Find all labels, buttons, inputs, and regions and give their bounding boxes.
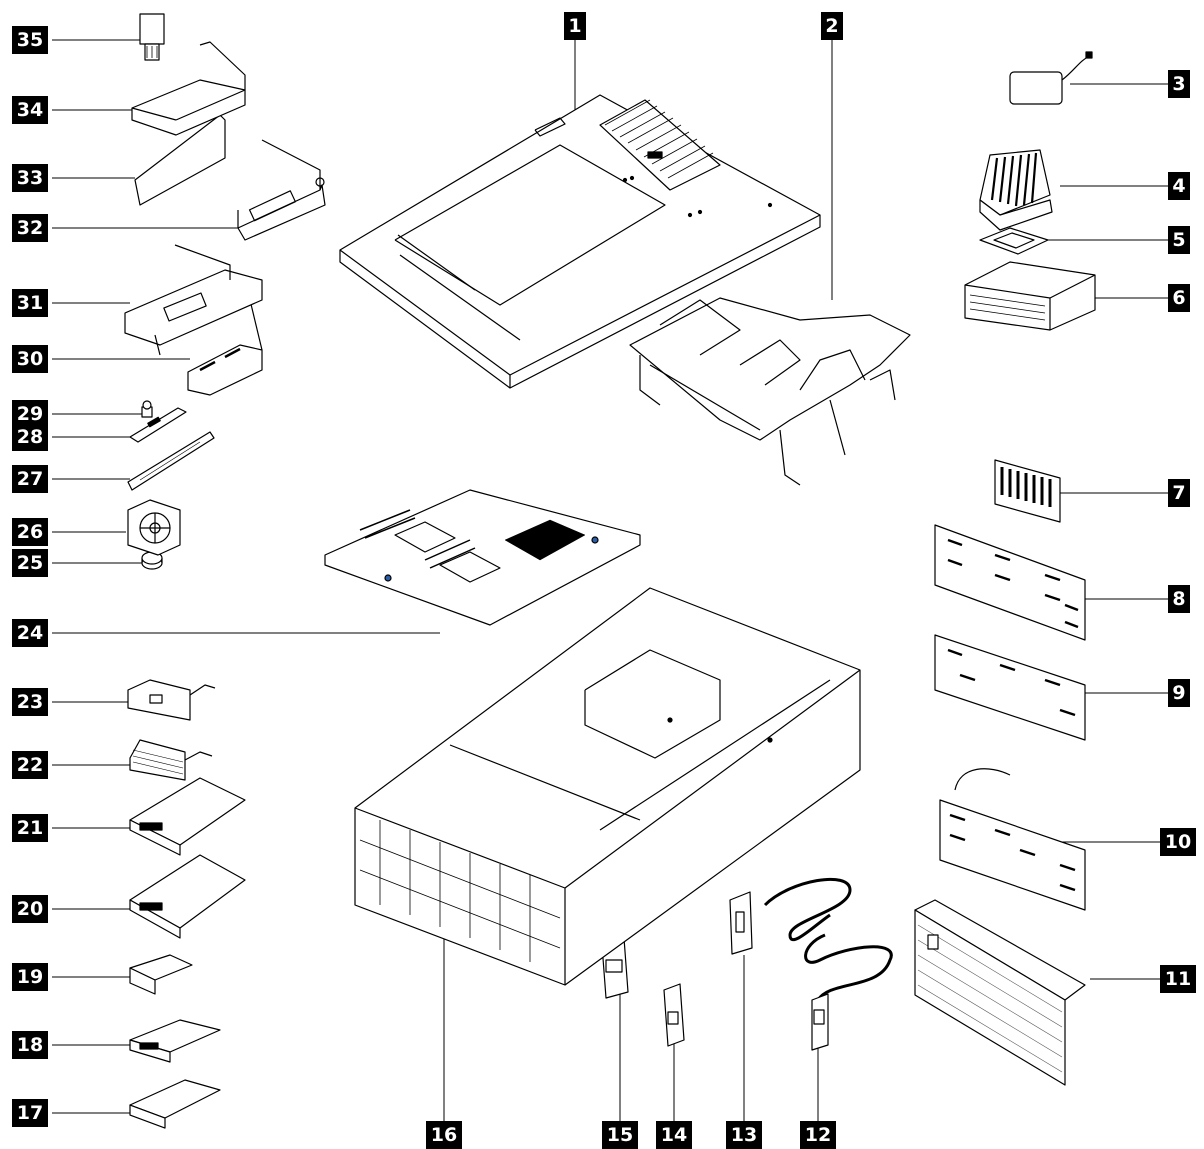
drive-2-5-drawing (129, 1019, 221, 1063)
callout-11: 11 (1160, 965, 1196, 993)
callout-21: 21 (12, 814, 48, 842)
callout-30: 30 (12, 345, 48, 373)
callout-23: 23 (12, 688, 48, 716)
callout-31: 31 (12, 289, 48, 317)
chassis-drawing (354, 587, 861, 986)
callout-10: 10 (1160, 828, 1196, 856)
rack-latch-right-drawing (804, 933, 893, 1051)
callout-7: 7 (1168, 479, 1190, 507)
callout-15: 15 (602, 1121, 638, 1149)
callout-33: 33 (12, 164, 48, 192)
security-bezel-drawing (914, 899, 1086, 1086)
callout-12: 12 (800, 1121, 836, 1149)
backplane-12-bay-drawing (934, 524, 1086, 641)
supercap-drawing (1009, 51, 1093, 105)
rack-latch-left-drawing (729, 877, 852, 955)
callout-19: 19 (12, 963, 48, 991)
m2-drive-drawing (129, 407, 187, 443)
callout-24: 24 (12, 619, 48, 647)
callout-34: 34 (12, 96, 48, 124)
expander-backplane-drawing (939, 768, 1086, 911)
callout-16: 16 (426, 1121, 462, 1149)
front-io-drawing (127, 679, 216, 721)
callout-26: 26 (12, 518, 48, 546)
backplane-8-bay-drawing (994, 459, 1061, 523)
memory-module-drawing (127, 431, 215, 491)
callout-18: 18 (12, 1031, 48, 1059)
callout-9: 9 (1168, 679, 1190, 707)
callout-22: 22 (12, 751, 48, 779)
riser-cage-1-drawing (124, 244, 263, 356)
heatsink-drawing (979, 149, 1053, 231)
callout-5: 5 (1168, 226, 1190, 254)
callout-25: 25 (12, 549, 48, 577)
front-io-grille-drawing (129, 739, 213, 781)
callout-13: 13 (726, 1121, 762, 1149)
callout-3: 3 (1168, 70, 1190, 98)
processor-drawing (979, 227, 1049, 255)
callout-20: 20 (12, 895, 48, 923)
gpu-adapter-drawing (131, 41, 246, 136)
top-cover-drawing (339, 94, 821, 389)
callout-27: 27 (12, 465, 48, 493)
callout-8: 8 (1168, 585, 1190, 613)
backplane-drawing (934, 634, 1086, 741)
callout-1: 1 (564, 12, 586, 40)
callout-14: 14 (656, 1121, 692, 1149)
riser-bracket-drawing (187, 299, 263, 396)
air-baffle-drawing (629, 297, 911, 486)
callout-4: 4 (1168, 172, 1190, 200)
callout-2: 2 (821, 12, 843, 40)
callout-29: 29 (12, 400, 48, 428)
system-board-drawing (324, 489, 641, 626)
rack-latch-cover-drawing (663, 983, 685, 1047)
small-adapter-drawing (139, 13, 165, 61)
riser-cage-2-drawing (237, 139, 326, 241)
power-supply-drawing (964, 261, 1096, 331)
pcie-adapter-drawing (134, 114, 226, 206)
callout-32: 32 (12, 214, 48, 242)
drive-filler-3-5-drawing (129, 954, 193, 995)
callout-6: 6 (1168, 284, 1190, 312)
drive-3-5-drawing (129, 777, 246, 856)
drive-3-5-large-drawing (129, 854, 246, 939)
callout-17: 17 (12, 1099, 48, 1127)
system-fan-drawing (127, 499, 181, 556)
callout-35: 35 (12, 26, 48, 54)
drive-filler-2-5-drawing (129, 1079, 221, 1129)
m2-retainer-drawing (141, 400, 153, 418)
